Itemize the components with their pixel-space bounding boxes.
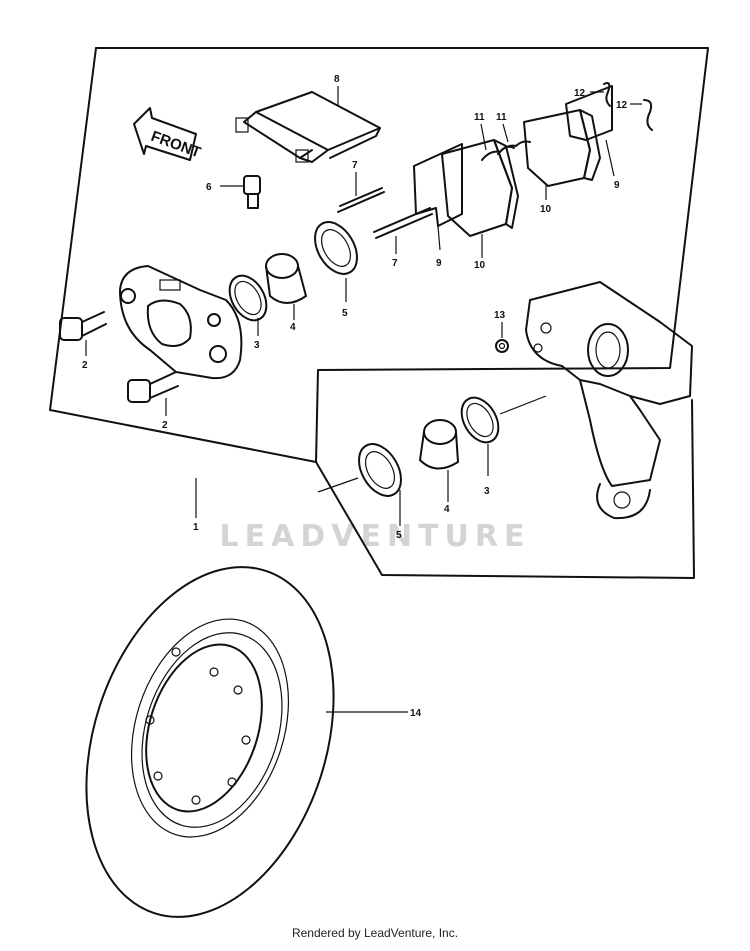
label-part-1: 1 [193,522,199,533]
retaining-clip-a [590,82,611,107]
watermark: LEADVENTURE [220,519,531,554]
label-part-4-upper: 4 [290,322,296,333]
label-part-13: 13 [494,310,506,321]
assembly-outline [95,47,709,579]
dust-seal-lower [460,396,500,476]
retaining-clip-b [630,99,653,131]
label-part-11-b: 11 [496,112,507,123]
mounting-bolt-upper [59,311,107,356]
washer [495,322,509,353]
pad-spring-b [497,123,531,155]
label-part-14: 14 [410,708,422,719]
label-part-3-upper: 3 [254,340,260,351]
pin-lower [373,207,433,254]
label-part-12-b: 12 [616,100,628,111]
front-arrow: FRONT [133,107,203,161]
piston-lower [419,419,459,502]
label-part-10-inner: 10 [540,204,552,215]
label-part-7-lower: 7 [392,258,398,269]
label-part-2-upper: 2 [82,360,88,371]
brake-pad-inner [523,109,601,200]
dust-seal-upper [228,274,268,336]
label-part-3-lower: 3 [484,486,490,497]
piston-seal-lower [358,443,402,526]
label-part-6: 6 [206,182,212,193]
mounting-bolt-lower [127,371,179,416]
shim-inner [565,85,615,177]
label-part-7-upper: 7 [352,160,358,171]
pin-upper [337,172,385,213]
label-part-9-outer: 9 [436,258,442,269]
assembly-outline-left [49,47,317,463]
label-part-9-inner: 9 [614,180,620,191]
label-part-4-lower: 4 [444,504,450,515]
label-part-10-outer: 10 [474,260,486,271]
label-part-12-a: 12 [574,88,586,99]
label-part-8: 8 [334,74,340,85]
label-part-2-lower: 2 [162,420,168,431]
brake-pad-outer [441,139,519,258]
brake-disc [85,566,408,918]
pad-cover [235,91,381,163]
piston-seal-upper [314,221,358,302]
caliper-body [119,265,243,380]
caliper-bracket [525,281,693,520]
label-part-11-a: 11 [474,112,485,123]
render-credit: Rendered by LeadVenture, Inc. [291,926,459,940]
shim-outer [413,143,463,251]
label-part-5-lower: 5 [396,530,402,541]
bleeder-valve [220,175,261,209]
label-part-5-upper: 5 [342,308,348,319]
piston-upper [265,253,307,320]
